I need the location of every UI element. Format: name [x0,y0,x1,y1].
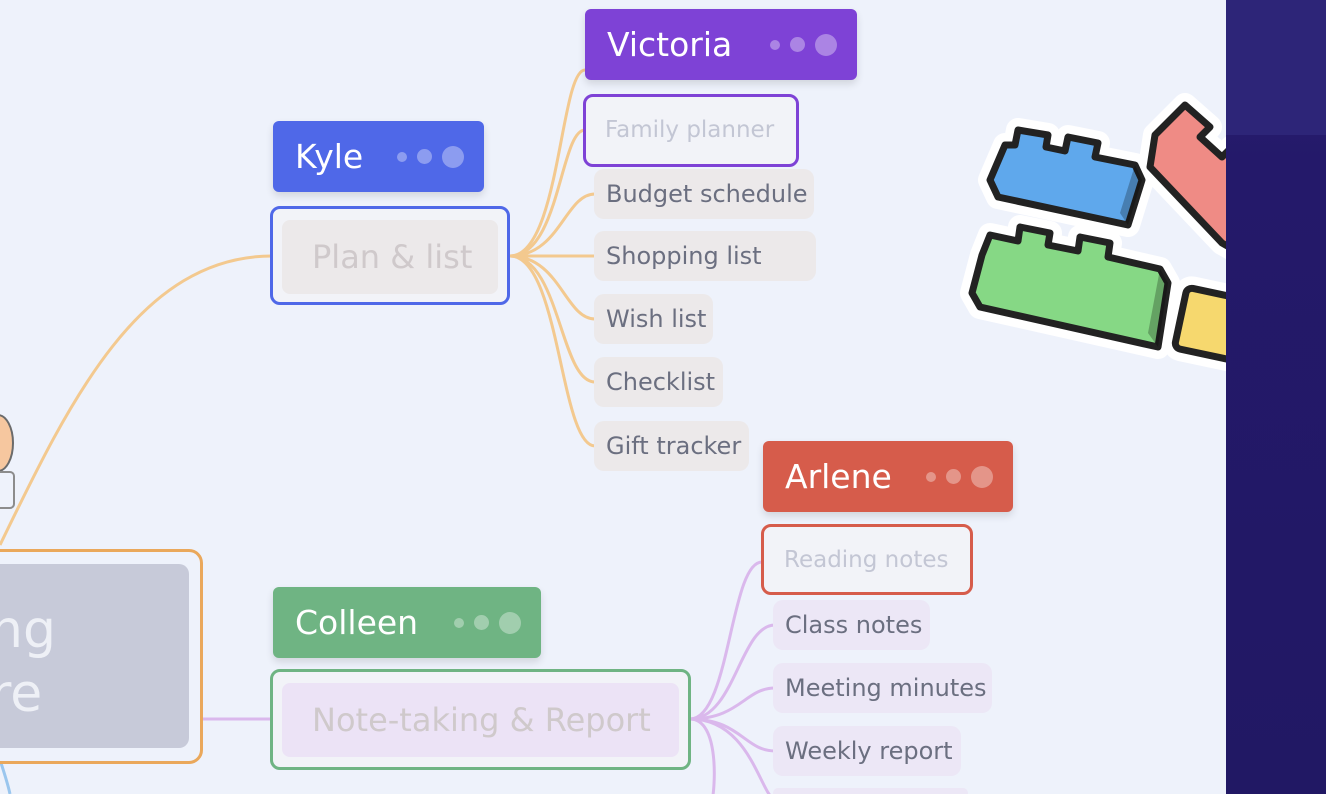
central-topic-label: ng re [0,600,56,724]
subtopic-budget-schedule[interactable]: Budget schedule [594,169,814,219]
collaborator-tag-victoria: Victoria [585,9,857,80]
subtopic-selection-frame [761,524,973,595]
subtopic-weekly-report[interactable]: Weekly report [773,726,961,776]
collaborator-name: Arlene [785,457,892,496]
subtopic-shopping-list[interactable]: Shopping list [594,231,816,281]
collaborator-tag-colleen: Colleen [273,587,541,658]
typing-dots-icon [397,145,464,168]
topic-plan-list[interactable]: Plan & list [282,220,498,294]
subtopic-gift-tracker[interactable]: Gift tracker [594,421,749,471]
connector-lines [0,68,776,794]
subtopic-label: Budget schedule [606,180,808,208]
typing-dots-icon [454,611,521,634]
subtopic-label: Meeting minutes [785,674,987,702]
mindmap-canvas[interactable]: ng re Victoria Kyle Plan & list Family p… [0,0,1226,794]
subtopic-meeting-minutes[interactable]: Meeting minutes [773,663,992,713]
subtopic-wish-list[interactable]: Wish list [594,294,713,344]
central-topic[interactable] [0,564,189,748]
subtopic-selection-frame [583,94,799,167]
subtopic-label: Wish list [606,305,707,333]
subtopic-family-planner[interactable]: Family planner [593,105,786,155]
topic-note-taking-report[interactable]: Note-taking & Report [282,683,679,757]
collaborator-name: Victoria [607,25,733,64]
peeking-avatar-icon [0,414,15,509]
collaborator-name: Colleen [295,603,419,642]
subtopic-label: Family planner [605,117,775,143]
subtopic-label: Reading notes [784,547,949,573]
topic-label: Note-taking & Report [312,701,651,739]
collaborator-tag-arlene: Arlene [763,441,1013,512]
subtopic-label: Weekly report [785,737,953,765]
subtopic-next[interactable] [773,788,968,794]
subtopic-label: Shopping list [606,242,762,270]
subtopic-reading-notes[interactable]: Reading notes [772,535,960,585]
typing-dots-icon [770,33,837,56]
side-panel-band [1226,0,1326,135]
collaborator-name: Kyle [295,137,364,176]
subtopic-label: Gift tracker [606,432,742,460]
topic-label: Plan & list [312,238,473,276]
side-panel [1226,0,1326,794]
subtopic-label: Class notes [785,611,923,639]
subtopic-class-notes[interactable]: Class notes [773,600,930,650]
typing-dots-icon [926,465,993,488]
subtopic-checklist[interactable]: Checklist [594,357,723,407]
collaborator-tag-kyle: Kyle [273,121,484,192]
subtopic-label: Checklist [606,368,716,396]
building-blocks-icon [960,93,1226,372]
